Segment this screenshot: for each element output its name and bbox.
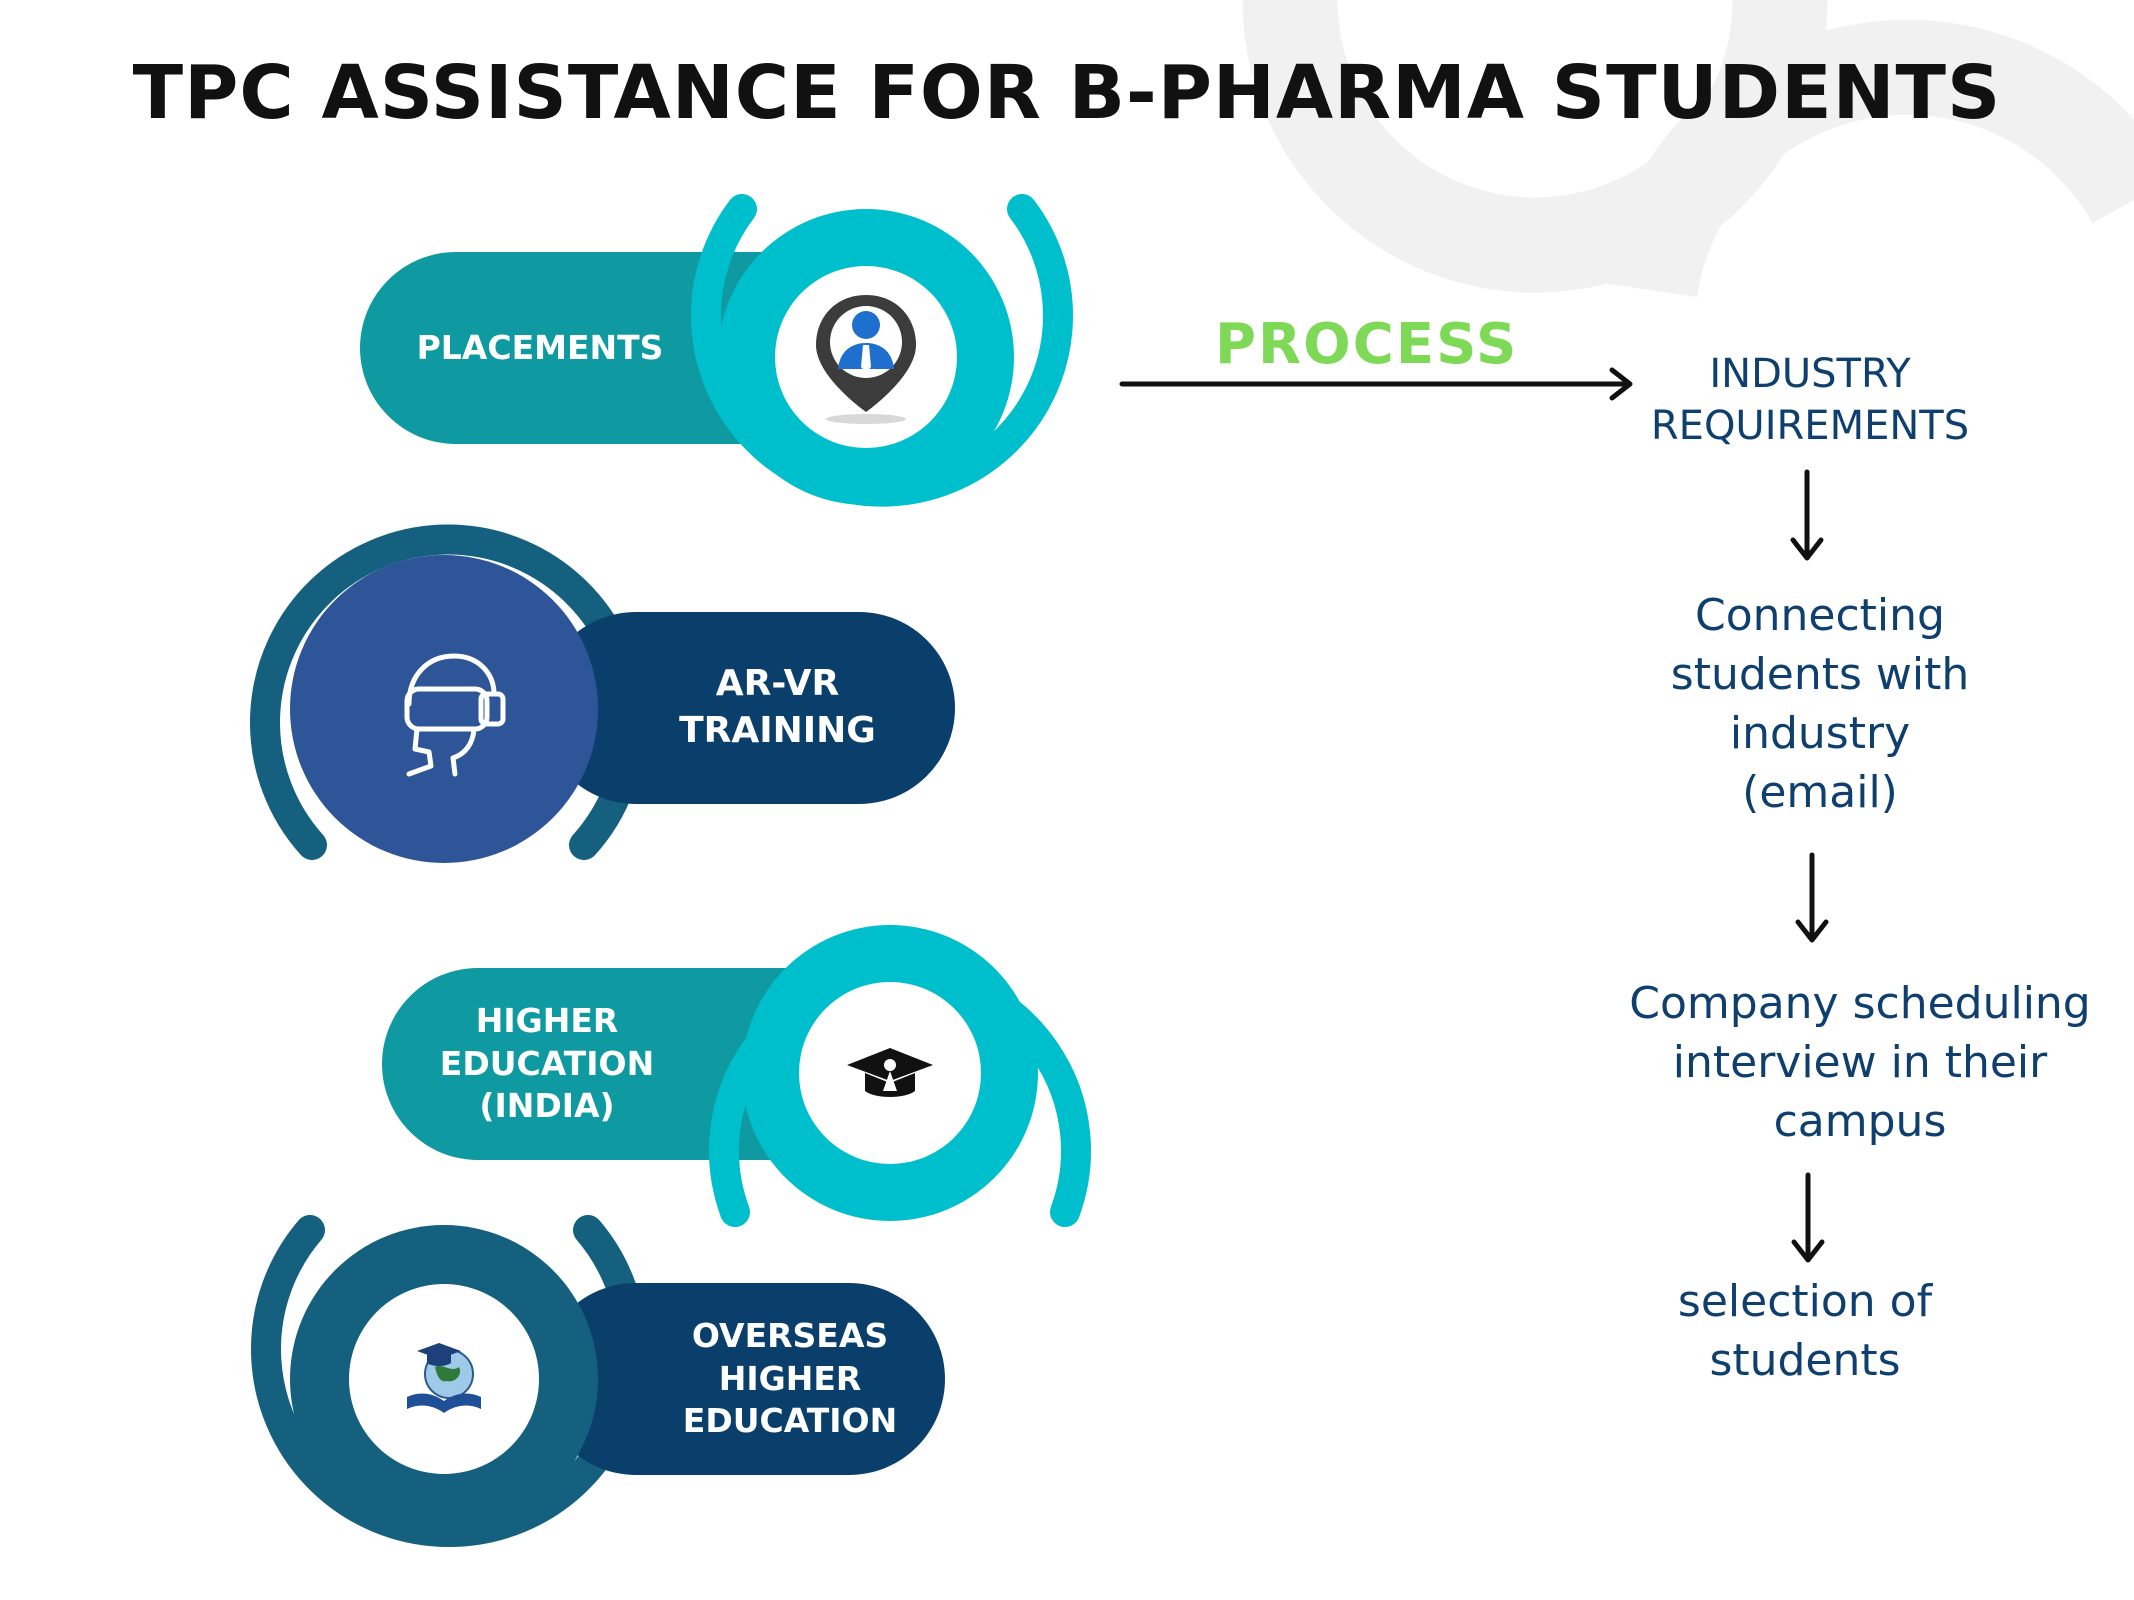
page-title: TPC ASSISTANCE FOR B-PHARMA STUDENTS (132, 50, 2002, 136)
higher-india-label-line1: HIGHER (475, 1000, 619, 1040)
vr-headset-head-icon (404, 653, 506, 777)
overseas-pill: OVERSEAS HIGHER EDUCATION (540, 1283, 945, 1475)
overseas-label-line3: EDUCATION (682, 1401, 898, 1441)
higher-india-label-line3: (INDIA) (479, 1086, 615, 1126)
process-step-company-scheduling: Company scheduling interview in their ca… (1600, 974, 2120, 1151)
step-1-line2: REQUIREMENTS (1650, 403, 1970, 449)
step-2-line1: Connecting (1695, 590, 1945, 641)
overseas-circle (290, 1225, 598, 1533)
process-step-industry-requirements: INDUSTRY REQUIREMENTS (1580, 348, 2040, 452)
step-1-line1: INDUSTRY (1709, 351, 1911, 397)
ar-vr-label-line2: TRAINING (679, 710, 876, 751)
graduation-cap-icon (847, 1048, 933, 1097)
step-2-line3: industry (1729, 708, 1911, 759)
process-step-selection: selection of students (1560, 1272, 2050, 1390)
step-3-line2: interview in their (1672, 1037, 2048, 1088)
step-2-line4: (email) (1742, 767, 1898, 818)
globe-graduation-book-icon (407, 1343, 481, 1413)
step-3-line3: campus (1773, 1096, 1947, 1147)
process-label: PROCESS (1215, 312, 1519, 377)
placements-circle (718, 209, 1014, 505)
process-step-connecting-students: Connecting students with industry (email… (1560, 586, 2080, 822)
businessman-location-pin-icon (816, 295, 916, 424)
step-4-line2: students (1709, 1335, 1901, 1386)
ar-vr-circle (290, 555, 598, 863)
placements-label: PLACEMENTS (416, 327, 664, 367)
overseas-label-line1: OVERSEAS (691, 1315, 889, 1355)
higher-india-circle (742, 925, 1038, 1221)
higher-india-label-line2: EDUCATION (439, 1043, 655, 1083)
step-3-line1: Company scheduling (1629, 978, 2091, 1029)
ar-vr-pill: AR-VR TRAINING (540, 612, 955, 804)
step-2-line2: students with (1670, 649, 1970, 700)
overseas-label-line2: HIGHER (718, 1358, 862, 1398)
ar-vr-label-line1: AR-VR (715, 663, 840, 705)
step-4-line1: selection of (1677, 1276, 1933, 1327)
